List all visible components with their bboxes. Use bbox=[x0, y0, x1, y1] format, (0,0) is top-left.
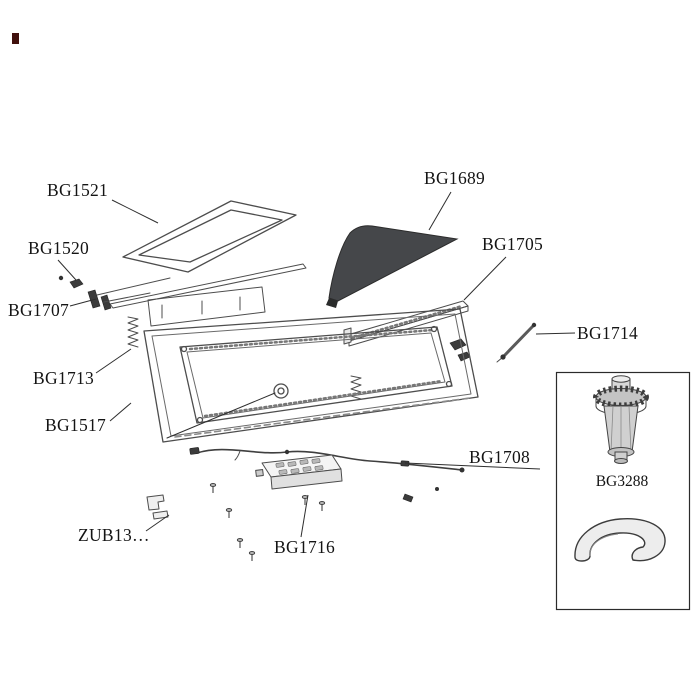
part-zub13-brackets bbox=[146, 494, 169, 520]
part-label-zub13: ZUB13… bbox=[78, 525, 150, 545]
part-bg1521-frame bbox=[122, 200, 297, 273]
part-bg1520-clip bbox=[58, 275, 84, 289]
screw bbox=[236, 538, 244, 548]
part-bg1714-rod bbox=[496, 322, 537, 363]
leader-bg1716 bbox=[300, 494, 309, 538]
part-label-bg1689: BG1689 bbox=[424, 168, 485, 188]
part-label-bg1707: BG1707 bbox=[8, 300, 69, 320]
part-label-bg1708: BG1708 bbox=[469, 447, 530, 467]
part-label-bg1705: BG1705 bbox=[482, 234, 543, 254]
leader-bg1713 bbox=[95, 348, 132, 374]
leader-bg1521 bbox=[111, 199, 159, 224]
leader-zub13 bbox=[145, 514, 170, 532]
screws bbox=[209, 483, 326, 561]
leader-bg1517 bbox=[109, 402, 132, 422]
part-bg3288-knob bbox=[593, 375, 649, 464]
screw bbox=[248, 551, 256, 561]
spring-left bbox=[127, 316, 139, 348]
screw bbox=[225, 508, 233, 518]
glass-pane bbox=[328, 225, 459, 302]
part-label-bg1521: BG1521 bbox=[47, 180, 108, 200]
leader-bg1708 bbox=[404, 462, 541, 470]
part-inset-clip bbox=[574, 518, 666, 562]
part-labels: BG1521 BG1689 BG1520 BG1705 BG1707 BG171… bbox=[8, 168, 649, 557]
center-knob-pointer bbox=[166, 392, 276, 439]
part-blind-cassette bbox=[147, 286, 266, 327]
leader-bg1707 bbox=[69, 298, 97, 307]
glass-edge bbox=[326, 298, 338, 308]
center-knob-inner bbox=[277, 387, 285, 395]
inset-box bbox=[555, 371, 691, 611]
part-label-bg1716: BG1716 bbox=[274, 537, 335, 557]
leader-bg1705 bbox=[463, 256, 507, 301]
leader-lines bbox=[57, 191, 576, 538]
part-bg1705-rail bbox=[343, 300, 469, 347]
part-bg1708-harness bbox=[189, 447, 465, 473]
part-bg1689-glass bbox=[326, 225, 459, 308]
corner-mark bbox=[12, 33, 19, 44]
screw bbox=[318, 501, 326, 511]
part-bg1707-hinge bbox=[87, 277, 171, 311]
part-label-bg1517: BG1517 bbox=[45, 415, 106, 435]
inset-clip-detail bbox=[589, 533, 619, 557]
part-label-bg1520: BG1520 bbox=[28, 238, 89, 258]
leader-bg1689 bbox=[428, 191, 452, 231]
part-label-bg1714: BG1714 bbox=[577, 323, 638, 343]
part-label-bg1713: BG1713 bbox=[33, 368, 94, 388]
leader-bg1714 bbox=[535, 332, 576, 335]
part-side-strip bbox=[109, 263, 307, 309]
part-bg1517-frame bbox=[143, 308, 479, 443]
leader-bg1520 bbox=[57, 259, 77, 281]
part-label-bg3288: BG3288 bbox=[596, 473, 649, 490]
screw bbox=[209, 483, 217, 493]
part-bg1716-control-unit bbox=[255, 454, 343, 490]
center-knob bbox=[273, 383, 289, 399]
small-clips-right bbox=[402, 487, 439, 503]
